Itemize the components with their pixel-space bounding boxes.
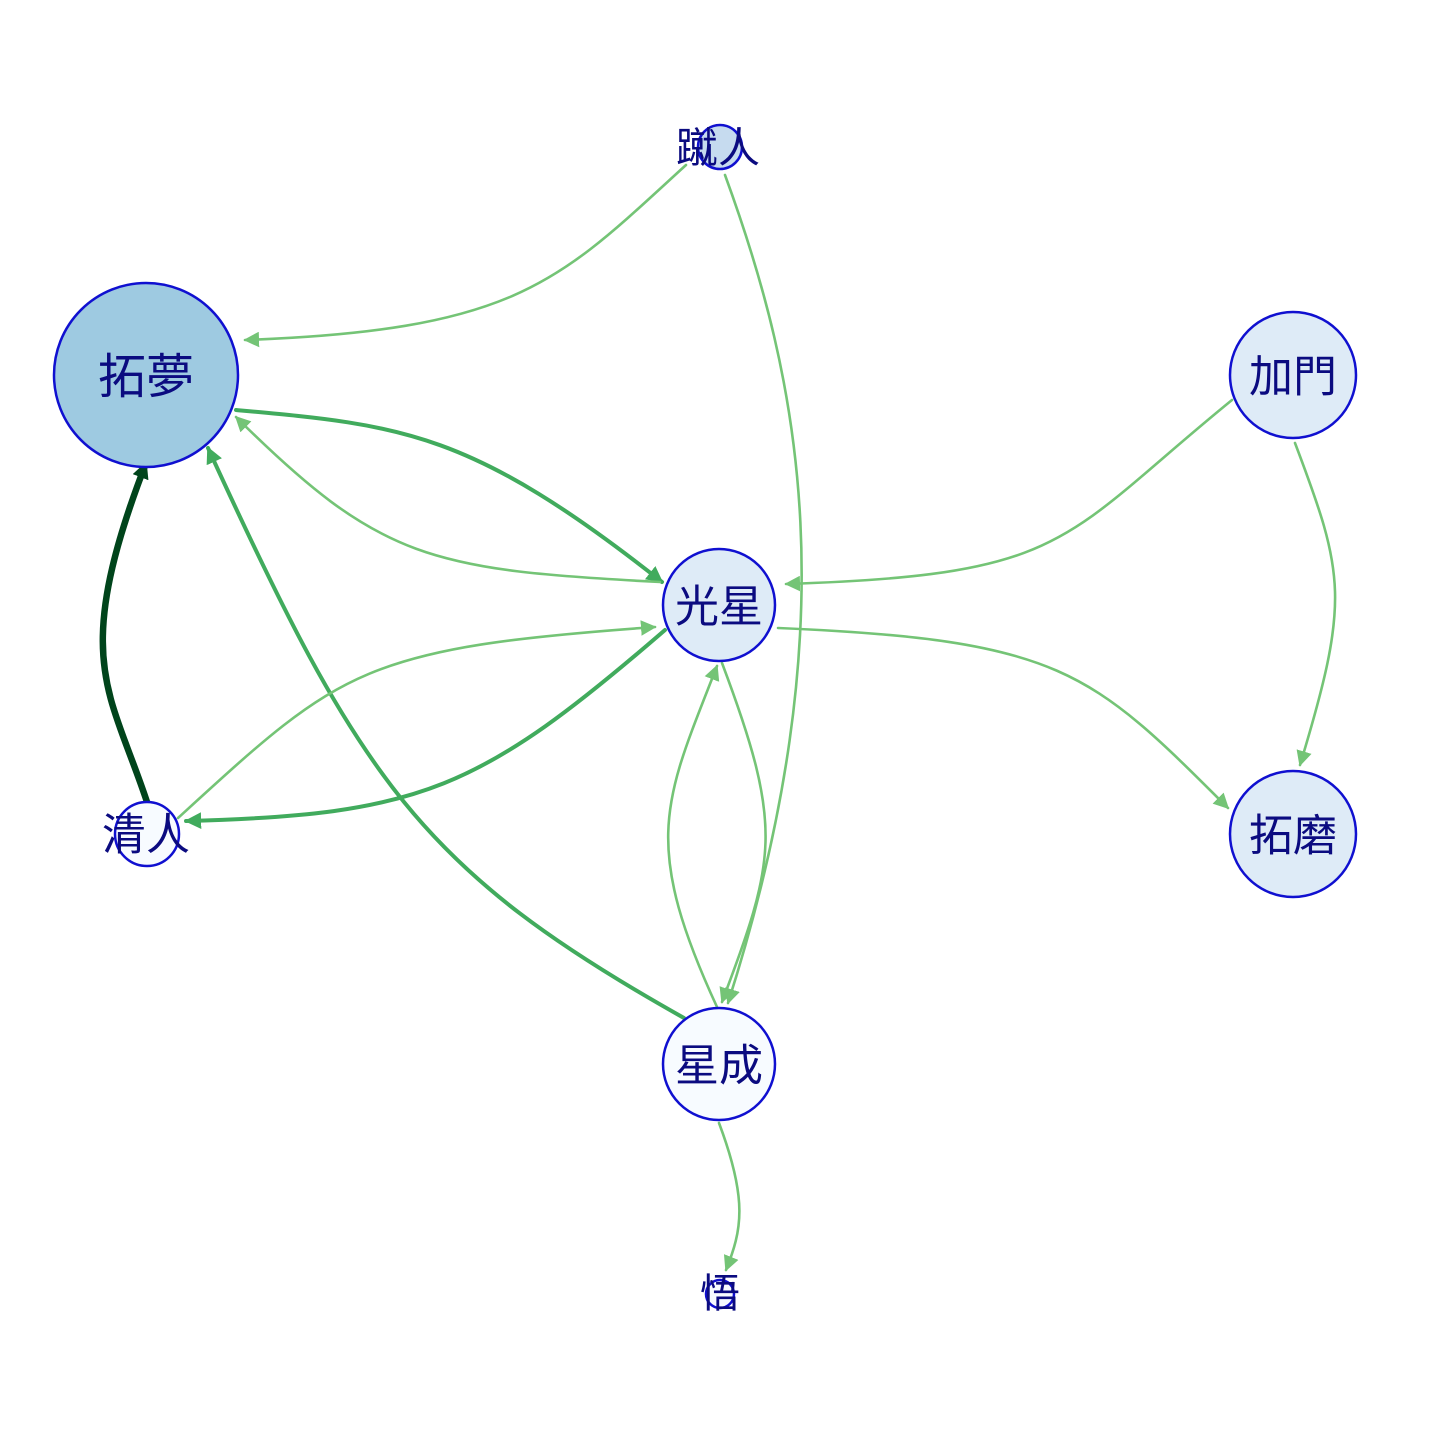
node-label: 蹴人 xyxy=(676,124,760,173)
edge-guangxing-to-xingcheng xyxy=(719,661,767,1004)
node-label: 悟 xyxy=(700,1271,740,1317)
node-label: 清人 xyxy=(102,810,190,861)
node-tuomeng: 拓夢 xyxy=(52,281,240,469)
node-tuomo: 拓磨 xyxy=(1228,769,1358,899)
edge-tuomeng-to-guangxing xyxy=(234,408,664,584)
edge-xingcheng-to-wu xyxy=(717,1121,741,1272)
node-cuiren: 蹴人 xyxy=(676,124,760,173)
node-jiamen: 加門 xyxy=(1228,310,1358,440)
edge-jiamen-to-tuomo xyxy=(1293,441,1337,767)
node-label: 拓夢 xyxy=(98,349,194,405)
node-circle xyxy=(52,281,240,469)
node-xingcheng: 星成 xyxy=(661,1006,777,1122)
node-circle xyxy=(113,800,181,868)
node-circle xyxy=(704,1278,736,1310)
node-circle xyxy=(696,123,744,171)
edge-qingren-to-tuomeng xyxy=(99,459,151,806)
edge-cuiren-to-xingcheng xyxy=(723,173,803,1005)
edge-cuiren-to-tuomeng xyxy=(243,163,688,348)
edge-qingren-to-guangxing xyxy=(176,620,657,820)
node-label: 星成 xyxy=(675,1041,763,1092)
edge-jiamen-to-guangxing xyxy=(784,398,1234,592)
edge-layer xyxy=(99,163,1337,1272)
node-layer: 拓夢 蹴人 加門 光星 清人 拓磨 星成 悟 xyxy=(52,124,1358,1317)
node-qingren: 清人 xyxy=(102,800,190,868)
node-circle xyxy=(661,547,777,663)
node-circle xyxy=(661,1006,777,1122)
node-wu: 悟 xyxy=(700,1271,740,1317)
edge-guangxing-to-tuomeng xyxy=(234,415,662,584)
node-circle xyxy=(1228,310,1358,440)
edge-guangxing-to-qingren xyxy=(184,628,667,830)
edge-xingcheng-to-guangxing xyxy=(666,664,720,1009)
edge-guangxing-to-tuomo xyxy=(776,626,1230,810)
node-label: 拓磨 xyxy=(1249,811,1337,862)
edge-xingcheng-to-tuomeng xyxy=(206,446,686,1020)
node-guangxing: 光星 xyxy=(661,547,777,663)
node-label: 加門 xyxy=(1249,352,1337,403)
node-label: 光星 xyxy=(675,582,763,633)
node-circle xyxy=(1228,769,1358,899)
